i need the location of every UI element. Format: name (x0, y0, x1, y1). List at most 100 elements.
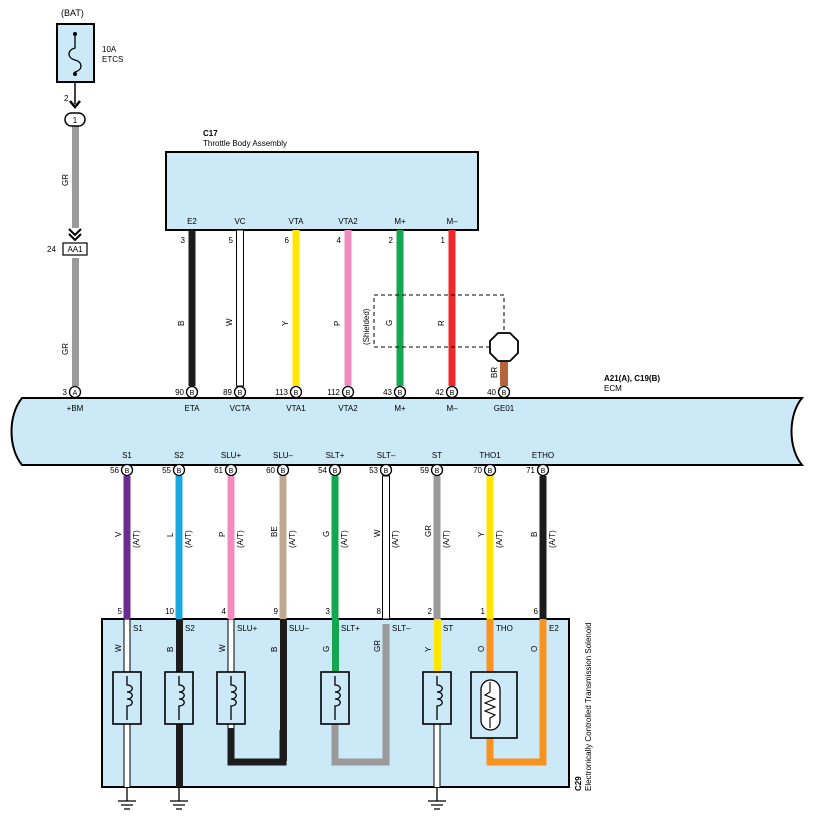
throttle-terminal-pin: 3 (181, 236, 186, 245)
ecm-terminal-name: ETA (185, 404, 201, 413)
ecm-pin-connector-letter: B (450, 390, 455, 397)
ecm-pin-connector-icon (233, 385, 247, 399)
ecm-terminal-name: S1 (122, 451, 132, 460)
throttle-terminal-name: E2 (187, 217, 197, 226)
ecm-pin-number: 53 (369, 466, 378, 475)
coil-icon (436, 676, 443, 720)
coil-icon (178, 676, 185, 720)
thermistor (470, 671, 518, 739)
ecm-body (10, 397, 805, 466)
ecm-terminal-name: THO1 (479, 451, 501, 460)
solenoid-terminal-name: THO (496, 624, 513, 633)
ecm-pin-number: 54 (318, 466, 327, 475)
ecm-pin-number: 55 (162, 466, 171, 475)
wire-note: (A/T) (391, 530, 400, 548)
ecm-pin-connector-letter: B (488, 468, 493, 475)
solenoid-pin-number: 2 (428, 607, 433, 616)
inner-wire-code: B (270, 647, 279, 652)
solenoid-coil (164, 671, 194, 725)
ecm-pin-connector-letter: B (125, 468, 130, 475)
wire-black (539, 476, 547, 619)
wire-green (396, 230, 404, 386)
ecm-terminal-name: S2 (174, 451, 184, 460)
ecm-terminal-name: SLT+ (326, 451, 345, 460)
solenoid-pin-number: 5 (118, 607, 123, 616)
wire-red (448, 230, 456, 386)
junction-aa1-pin: 24 (47, 245, 56, 254)
inner-wire-code: W (218, 644, 227, 652)
fuse-element-icon (68, 34, 82, 76)
wire-black (188, 230, 196, 386)
fuse-rating: 10A (102, 45, 117, 54)
ecm-pin-connector-icon (341, 385, 355, 399)
wire-note: (A/T) (132, 530, 141, 548)
ecm: A21(A), C19(B) ECM (10, 374, 805, 466)
ecm-pin-connector-letter: B (435, 468, 440, 475)
coil-icon (126, 676, 133, 720)
ecm-pin-connector-icon (289, 385, 303, 399)
wire-color-code: B (177, 321, 186, 326)
wire-blue (175, 476, 183, 619)
ecm-pin-connector-icon (172, 463, 186, 477)
solenoid-pin-number: 1 (481, 607, 486, 616)
ecm-bottom-pins: S1B56S2B55SLU+B61SLU–B60SLT+B54SLT–B53ST… (110, 451, 554, 477)
inner-wire-yellow (434, 619, 441, 677)
fuse-supply-label: (BAT) (61, 8, 84, 18)
ecm-pin-number: 90 (175, 388, 184, 397)
ecm-pin-connector-icon (536, 463, 550, 477)
ecm-pin-number: 56 (110, 466, 119, 475)
wire-beige (279, 476, 287, 619)
ecm-pin-connector-icon (185, 385, 199, 399)
connector-arrow-icon (68, 228, 82, 242)
inner-wire-code: GR (373, 640, 382, 652)
fuse: (BAT) 10A ETCS 2 (56, 8, 123, 103)
wire-note: (A/T) (495, 530, 504, 548)
ecm-terminal-name: VTA2 (338, 404, 358, 413)
ecm-pin-connector-letter: B (384, 468, 389, 475)
ecm-pin-connector-icon (120, 463, 134, 477)
solenoid-terminal-name: ST (443, 624, 453, 633)
wire-gr-upper-code: GR (61, 174, 70, 186)
wire-color-code: R (437, 320, 446, 326)
throttle-terminal-name: VC (234, 217, 245, 226)
solenoid-coil (320, 671, 350, 725)
throttle-terminal-name: M– (446, 217, 458, 226)
solenoid-coil (422, 671, 452, 725)
throttle-terminal-pin: 6 (285, 236, 290, 245)
ecm-pin-number: 61 (214, 466, 223, 475)
ecm-terminal-name: M+ (394, 404, 406, 413)
wire-gr-lower (72, 258, 79, 386)
wire-note: (A/T) (236, 530, 245, 548)
coil-icon (334, 676, 341, 720)
solenoid-terminal-name: SLU+ (237, 624, 258, 633)
coil-icon (230, 676, 237, 720)
throttle-wires (188, 229, 456, 387)
junction-aa1 (62, 242, 88, 256)
ecm-terminal-name: ETHO (532, 451, 554, 460)
solenoid-terminal-name: SLT– (392, 624, 411, 633)
ground-icon (428, 800, 446, 810)
ecm-pin-number: 60 (266, 466, 275, 475)
wire-color-code: W (373, 529, 382, 537)
ecm-pin-connector-letter: B (238, 390, 243, 397)
ecm-pin-connector-icon (224, 463, 238, 477)
ecm-pin-connector-icon (276, 463, 290, 477)
ecm-pin-connector-letter: B (177, 468, 182, 475)
ecm-pin-ge01-letter: B (502, 390, 507, 397)
wire-br-code: BR (490, 367, 499, 378)
wire-color-code: B (530, 532, 539, 537)
inner-wire-code: G (322, 646, 331, 652)
ecm-terminal-name: VTA1 (286, 404, 306, 413)
shield-label: (Shielded) (362, 308, 371, 345)
wire-gr-lower-code: GR (61, 343, 70, 355)
inner-loop-orange (486, 619, 547, 766)
ecm-pin-connector-letter: B (190, 390, 195, 397)
ecm-pin-number: 71 (526, 466, 535, 475)
wire-violet (123, 476, 131, 619)
wire-color-code: Y (477, 531, 486, 537)
ecm-terminal-name: ST (432, 451, 442, 460)
solenoid-name: Electronically Controlled Transmission S… (584, 622, 593, 791)
